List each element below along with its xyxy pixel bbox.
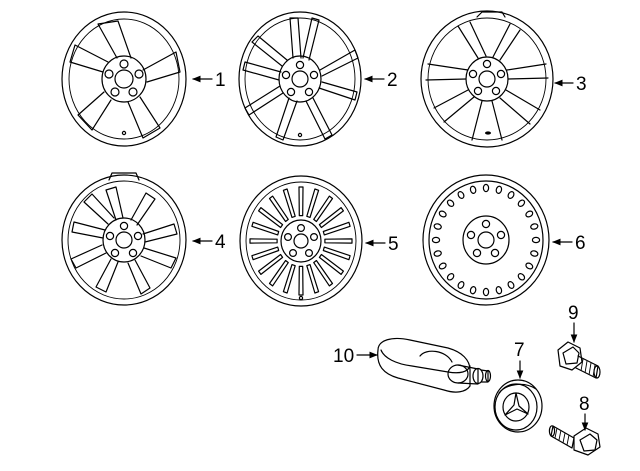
wheel-6-vent-hole	[530, 223, 539, 230]
callout-4: 4	[192, 232, 226, 253]
callout-5: 5	[365, 234, 399, 255]
wheel-5-spoke	[251, 246, 280, 261]
wheel-5-spoke	[318, 207, 344, 229]
callout-4-label: 4	[215, 232, 226, 253]
lug-bolt-8-illustration	[548, 425, 601, 456]
callout-7: 7	[514, 340, 525, 379]
callout-10-label: 10	[333, 346, 354, 367]
wheel-5-spoke	[251, 221, 280, 236]
wheel-5-spoke	[268, 259, 289, 287]
wheel-6-vent-hole	[507, 281, 515, 289]
wheel-6-vent-hole	[525, 262, 534, 270]
wheel-6-vent-hole	[482, 183, 490, 193]
wheel-3-illustration	[420, 10, 554, 148]
wheel-6-vent-hole	[469, 185, 477, 194]
wheel-6-vent-hole	[517, 199, 526, 207]
wheel-6-vent-hole	[457, 281, 465, 289]
wheel-5-spoke	[258, 207, 284, 229]
callout-10: 10	[333, 346, 378, 367]
wheel-5-spoke	[282, 264, 296, 294]
wheel-2-illustration	[238, 11, 362, 147]
callout-6: 6	[552, 233, 586, 254]
wheel-5-spoke	[306, 264, 320, 294]
wheel-6-vent-hole	[469, 286, 477, 295]
wheel-5-spoke	[249, 238, 278, 244]
wheel-6-vent-hole	[433, 250, 442, 257]
tpms-sensor-illustration	[377, 337, 492, 393]
callout-5-label: 5	[388, 234, 399, 255]
wheel-5-spoke	[298, 265, 304, 296]
callout-2-label: 2	[387, 70, 398, 91]
wheel-6-vent-hole	[507, 191, 515, 199]
wheel-4-illustration	[61, 172, 187, 306]
wheel-6-vent-hole	[495, 185, 503, 194]
center-cap-illustration	[493, 379, 543, 433]
wheel-6-vent-hole	[433, 223, 442, 230]
wheel-5-spoke	[324, 238, 353, 244]
wheel-6-vent-hole	[446, 199, 455, 207]
callout-9: 9	[568, 303, 579, 343]
wheel-6-vent-hole	[525, 210, 534, 218]
wheel-5-illustration	[239, 175, 363, 307]
wheel-6-vent-hole	[495, 286, 503, 295]
wheel-5-spoke	[268, 195, 289, 223]
wheel-6-vent-hole	[431, 236, 441, 244]
callout-8-label: 8	[579, 394, 590, 415]
wheel-5-spoke	[318, 253, 344, 275]
callout-2: 2	[364, 70, 398, 91]
callout-8: 8	[579, 394, 590, 431]
callout-6-label: 6	[575, 233, 586, 254]
callout-3-label: 3	[576, 74, 587, 95]
wheel-6-vent-hole	[438, 262, 447, 270]
wheel-6-vent-hole	[457, 191, 465, 199]
wheel-6-vent-hole	[446, 273, 455, 281]
wheel-6-vent-hole	[517, 273, 526, 281]
wheel-5-spoke	[258, 253, 284, 275]
wheel-5-spoke	[322, 221, 351, 236]
callout-1-label: 1	[215, 70, 226, 91]
wheel-6-vent-hole	[531, 236, 541, 244]
wheel-5-spoke	[313, 195, 334, 223]
wheel-6-vent-hole	[438, 210, 447, 218]
callout-1: 1	[192, 70, 226, 91]
callout-7-label: 7	[514, 340, 525, 361]
wheel-1-illustration	[61, 11, 187, 147]
wheel-6-illustration	[422, 174, 550, 306]
wheel-6-vent-hole	[530, 250, 539, 257]
wheel-5-spoke	[322, 246, 351, 261]
lug-bolt-9-illustration	[557, 341, 601, 379]
callout-3: 3	[554, 74, 587, 95]
wheel-5-spoke	[298, 186, 304, 217]
wheel-5-spoke	[306, 188, 320, 218]
callout-9-label: 9	[568, 303, 579, 324]
wheel-6-vent-hole	[482, 287, 490, 297]
wheel-5-spoke	[282, 188, 296, 218]
wheel-5-spoke	[313, 259, 334, 287]
